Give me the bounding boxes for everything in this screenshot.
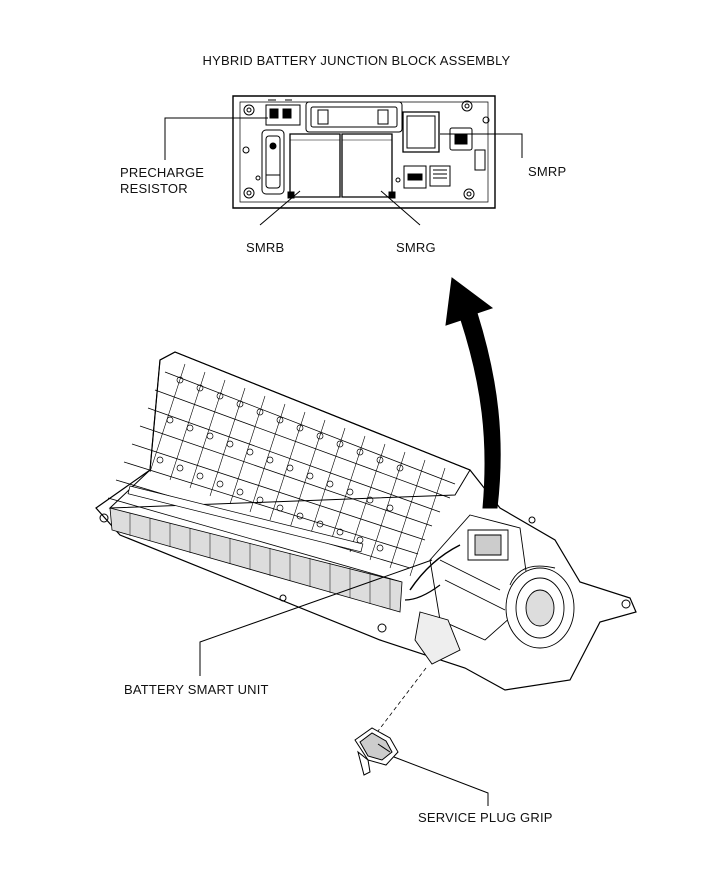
- leader-lines-bottom: [200, 560, 488, 806]
- precharge-resistor: [266, 100, 300, 125]
- label-battery-smart-unit: BATTERY SMART UNIT: [124, 682, 269, 697]
- label-precharge-line2: RESISTOR: [120, 181, 188, 196]
- junction-block: [233, 96, 495, 208]
- label-smrp: SMRP: [528, 164, 567, 179]
- service-plug-path: [375, 668, 426, 735]
- terminal-bolts: [157, 377, 403, 551]
- label-smrb: SMRB: [246, 240, 285, 255]
- removal-arrow: [446, 278, 500, 508]
- label-precharge-line1: PRECHARGE: [120, 165, 205, 180]
- smrp-relay: [403, 112, 439, 152]
- junction-block-installed: [430, 515, 530, 640]
- smrg-relay: [342, 134, 395, 198]
- battery-smart-unit: [415, 612, 460, 664]
- label-service-plug-grip: SERVICE PLUG GRIP: [418, 810, 553, 825]
- label-precharge-resistor: PRECHARGE RESISTOR: [120, 165, 204, 197]
- leader-lines-top: [165, 118, 522, 225]
- cell-slats: [108, 372, 455, 582]
- diagram-title: HYBRID BATTERY JUNCTION BLOCK ASSEMBLY: [202, 53, 511, 68]
- label-smrg: SMRG: [396, 240, 436, 255]
- service-plug-grip: [355, 728, 398, 775]
- smrb-relay: [288, 134, 340, 198]
- battery-pack: [96, 352, 636, 690]
- blower-fan: [506, 566, 574, 648]
